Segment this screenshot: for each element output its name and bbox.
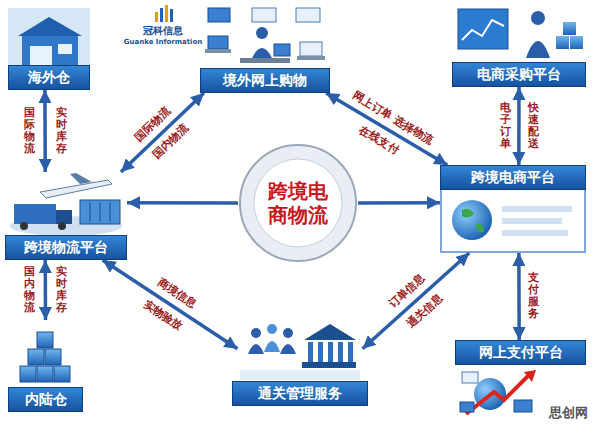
customs-icon bbox=[240, 324, 360, 380]
node-title-band: 海外仓 bbox=[8, 65, 90, 90]
connector-arrow bbox=[326, 93, 447, 165]
shopping-box: 境外网上购物 bbox=[200, 5, 330, 93]
watermark: 思创网 bbox=[547, 405, 590, 420]
edge-note: 快速配送 bbox=[527, 100, 540, 152]
node-label: 电商采购平台 bbox=[477, 66, 561, 83]
node-title-band: 通关管理服务 bbox=[232, 381, 368, 406]
connector-arrow bbox=[517, 87, 521, 165]
warehouse-icon bbox=[8, 8, 90, 70]
platform-box: 跨境电商平台 bbox=[440, 165, 586, 253]
procurement-icon bbox=[458, 9, 583, 58]
node-title-band: 网上支付平台 bbox=[455, 340, 586, 365]
node-title-band: 境外网上购物 bbox=[200, 68, 330, 93]
node-label: 境外网上购物 bbox=[223, 72, 307, 89]
node-title-band: 内陆仓 bbox=[8, 387, 83, 412]
customs-box: 通关管理服务 bbox=[232, 318, 368, 406]
logistics-box: 跨境物流平台 bbox=[5, 172, 127, 260]
warehouse-box: 内陆仓 bbox=[8, 320, 83, 412]
edge-label: 国际物流 bbox=[23, 105, 36, 157]
connector-arrow bbox=[121, 93, 204, 172]
node-label: 网上支付平台 bbox=[479, 344, 563, 361]
node-title-band: 跨境电商平台 bbox=[440, 165, 586, 190]
warehouse-box: 海外仓 bbox=[8, 8, 90, 90]
edge-label: 支付服务 bbox=[527, 270, 540, 322]
connector-arrow bbox=[517, 253, 521, 340]
node-label: 跨境电商物流 bbox=[265, 179, 331, 227]
node-title-band: 跨境电商物流 bbox=[265, 179, 331, 227]
node-label: 海外仓 bbox=[28, 69, 70, 86]
node-title-band: 电商采购平台 bbox=[452, 62, 586, 87]
connector-arrow bbox=[44, 260, 48, 320]
connector-arrow bbox=[127, 201, 238, 205]
shopping-icon bbox=[205, 8, 325, 63]
edge-label: 国内物流 bbox=[23, 264, 36, 316]
logistics-icon bbox=[10, 173, 122, 236]
center-disc: 跨境电商物流 bbox=[238, 143, 358, 263]
payment-icon bbox=[460, 370, 536, 414]
procurement-box: 电商采购平台 bbox=[452, 5, 586, 87]
edge-note: 实时库存 bbox=[55, 264, 68, 316]
connector-arrow bbox=[43, 90, 47, 172]
node-title-band: 跨境物流平台 bbox=[5, 235, 127, 260]
cubes-icon bbox=[20, 332, 70, 382]
node-label: 跨境电商平台 bbox=[471, 169, 555, 186]
connector-arrow bbox=[358, 201, 440, 205]
edge-label: 网上订单 选择物流 bbox=[349, 88, 438, 148]
connector-arrow bbox=[363, 253, 470, 349]
edge-note: 实时库存 bbox=[55, 105, 68, 157]
edge-label: 电子订单 bbox=[499, 100, 512, 152]
platform-screen bbox=[441, 186, 585, 252]
logo-text: 冠科信息 bbox=[141, 25, 185, 37]
logo-subtext: Guanke Information bbox=[122, 38, 205, 47]
logo-icon bbox=[155, 5, 173, 22]
node-label: 通关管理服务 bbox=[258, 385, 342, 402]
connector-arrow bbox=[103, 260, 238, 349]
node-label: 跨境物流平台 bbox=[24, 239, 108, 256]
node-label: 内陆仓 bbox=[25, 391, 67, 408]
